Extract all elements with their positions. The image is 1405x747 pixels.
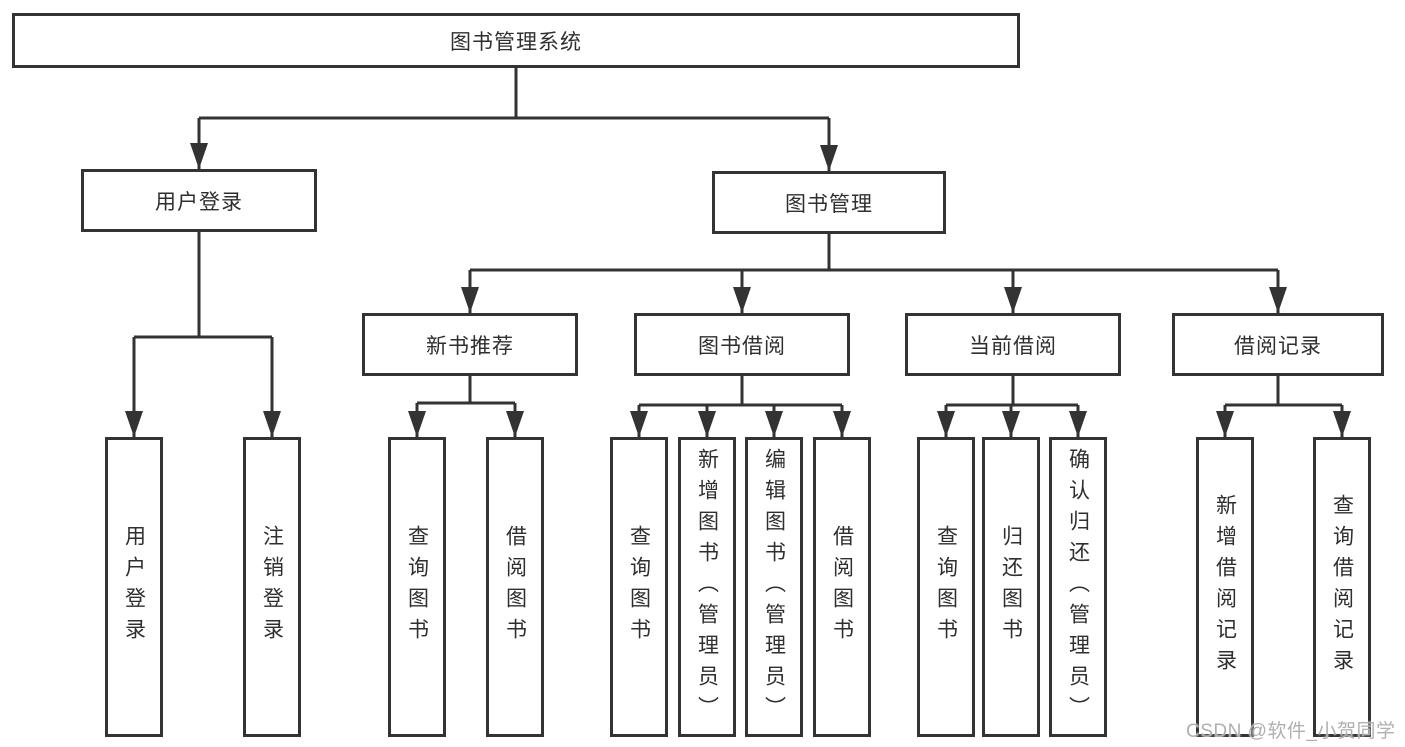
csdn-watermark: CSDN @软件_小贺同学 [1186, 721, 1396, 742]
leaf-borrow-books-recommend: 借阅图书 [486, 437, 544, 737]
edge-borrowing-records-trunk [1225, 376, 1342, 407]
edge-root-trunk [199, 68, 829, 120]
leaf-label: 查询图书 [405, 525, 429, 649]
edge-current-borrowing-trunk [946, 376, 1078, 407]
node-current-borrowing: 当前借阅 [905, 313, 1121, 376]
edge-new-book-trunk [417, 376, 515, 405]
leaf-query-books-borrowing: 查询图书 [610, 437, 668, 737]
leaf-logout: 注销登录 [243, 437, 301, 737]
leaf-label: 用户登录 [122, 525, 146, 649]
leaf-edit-books-admin: 编辑图书（管理员） [745, 437, 803, 737]
leaf-add-books-admin: 新增图书（管理员） [678, 437, 736, 737]
leaf-borrow-books-borrowing: 借阅图书 [813, 437, 871, 737]
node-borrowing-records: 借阅记录 [1172, 313, 1384, 376]
leaf-label: 编辑图书（管理员） [762, 447, 786, 727]
edge-user-login-trunk [134, 232, 272, 339]
node-book-borrowing: 图书借阅 [634, 313, 850, 376]
leaf-label: 新增借阅记录 [1213, 494, 1237, 680]
leaf-confirm-return-admin: 确认归还（管理员） [1049, 437, 1107, 737]
leaf-label: 确认归还（管理员） [1066, 447, 1090, 727]
node-new-book-recommend: 新书推荐 [362, 313, 578, 376]
node-book-management: 图书管理 [712, 171, 946, 234]
leaf-user-login: 用户登录 [105, 437, 163, 737]
leaf-query-books-recommend: 查询图书 [388, 437, 446, 737]
leaf-label: 查询借阅记录 [1330, 494, 1354, 680]
node-user-login: 用户登录 [81, 169, 317, 232]
leaf-label: 查询图书 [627, 525, 651, 649]
leaf-label: 注销登录 [260, 525, 284, 649]
leaf-query-borrow-record: 查询借阅记录 [1313, 437, 1371, 737]
leaf-label: 借阅图书 [830, 525, 854, 649]
edge-book-borrowing-trunk [639, 376, 842, 407]
leaf-label: 新增图书（管理员） [695, 447, 719, 727]
leaf-query-books-current: 查询图书 [917, 437, 975, 737]
edge-book-management-trunk [470, 234, 1278, 272]
node-library-system: 图书管理系统 [12, 13, 1020, 68]
leaf-add-borrow-record: 新增借阅记录 [1196, 437, 1254, 737]
leaf-label: 归还图书 [999, 525, 1023, 649]
leaf-return-books: 归还图书 [982, 437, 1040, 737]
leaf-label: 查询图书 [934, 525, 958, 649]
leaf-label: 借阅图书 [503, 525, 527, 649]
